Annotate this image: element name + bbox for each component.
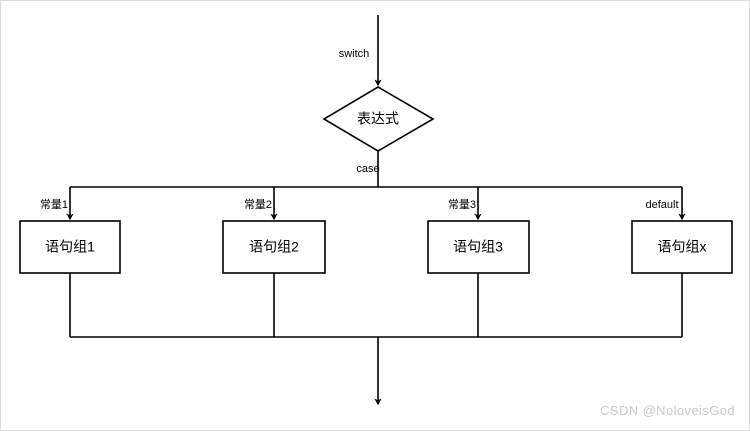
branch-4-box [631, 220, 733, 274]
branch-4[interactable]: default 语句组x [631, 187, 733, 337]
branch-3-label: 语句组3 [453, 239, 503, 255]
branch-2-edge-label: 常量2 [244, 198, 272, 211]
branch-1-label: 语句组1 [45, 239, 95, 255]
entry-edge-label: switch [339, 48, 370, 60]
case-edge: case [356, 151, 380, 187]
branch-3-edge-label: 常量3 [448, 198, 476, 211]
entry-edge: switch [339, 15, 382, 87]
decision-node[interactable]: 表达式 [322, 86, 435, 152]
branch-1-edge-label: 常量1 [40, 198, 68, 211]
branch-4-edge-label: default [645, 199, 678, 211]
decision-label: 表达式 [357, 111, 399, 127]
watermark-text: CSDN @NoloveisGod [600, 403, 735, 418]
branch-1[interactable]: 常量1 语句组1 [19, 187, 121, 337]
branch-4-label: 语句组x [658, 239, 707, 255]
case-edge-label: case [356, 163, 379, 175]
branch-2[interactable]: 常量2 语句组2 [222, 187, 326, 337]
branch-3[interactable]: 常量3 语句组3 [427, 187, 530, 337]
branch-2-label: 语句组2 [249, 239, 299, 255]
